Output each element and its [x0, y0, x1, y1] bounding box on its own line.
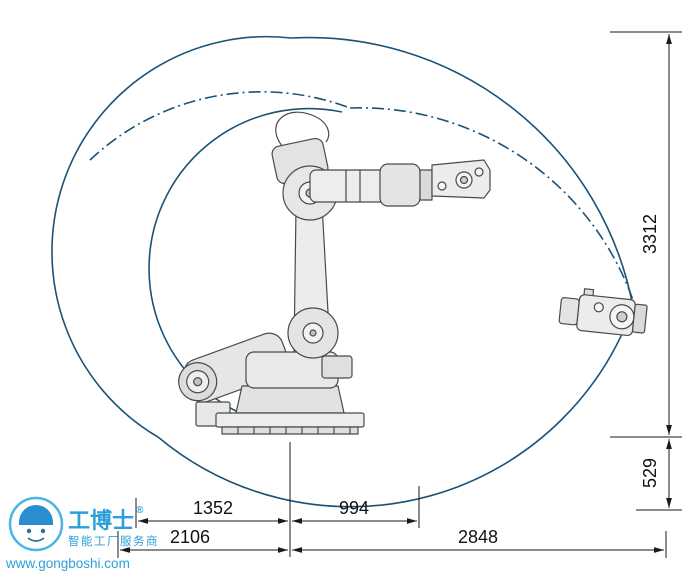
- dim-label-3312: 3312: [640, 214, 660, 254]
- envelope-arc-outer-left: [51, 35, 292, 438]
- dim-label-1352: 1352: [193, 498, 233, 518]
- envelope-arc-phantom-right: [349, 107, 634, 301]
- dim-label-2106: 2106: [170, 527, 210, 547]
- end-effector-hole-left: [437, 181, 447, 191]
- dim-label-2848: 2848: [458, 527, 498, 547]
- watermark-logo-eye-right: [40, 528, 46, 534]
- robot-base-motor: [321, 355, 353, 379]
- watermark-logo-eye-left: [26, 528, 32, 534]
- end-effector-hole-small: [474, 167, 484, 177]
- end-effector-hole-center: [459, 175, 469, 185]
- robot-base: [195, 385, 365, 435]
- watermark-brand: 工博士: [68, 508, 134, 533]
- robot-forearm-seams: [345, 170, 361, 202]
- robot-shoulder-pin: [309, 329, 317, 337]
- robot-wrist: [379, 163, 421, 207]
- watermark: 工博士 ® 智能工厂服务商 www.gongboshi.com: [5, 496, 159, 571]
- watermark-tagline: 智能工厂服务商: [68, 534, 159, 548]
- robot-pedestal: [235, 385, 345, 414]
- watermark-logo-hat: [19, 505, 53, 525]
- detached-end-effector: [558, 288, 648, 337]
- watermark-registered-icon: ®: [136, 505, 144, 516]
- dim-label-529: 529: [640, 458, 660, 488]
- envelope-arc-bottom: [157, 306, 634, 508]
- envelope-arc-phantom-left: [89, 91, 351, 161]
- watermark-website: www.gongboshi.com: [5, 556, 130, 571]
- robot-counterweight: [178, 332, 290, 403]
- dim-label-994: 994: [339, 498, 369, 518]
- dimension-annotations: 3312 529 1352 994 2106 2848: [117, 31, 682, 558]
- robot-figure: [178, 111, 648, 435]
- robot-cable: [275, 111, 330, 147]
- watermark-logo: [8, 496, 64, 552]
- robot-flange: [419, 169, 433, 201]
- working-envelope-arcs: [51, 35, 634, 508]
- watermark-logo-smile: [27, 537, 45, 542]
- envelope-arc-top-right: [290, 36, 634, 308]
